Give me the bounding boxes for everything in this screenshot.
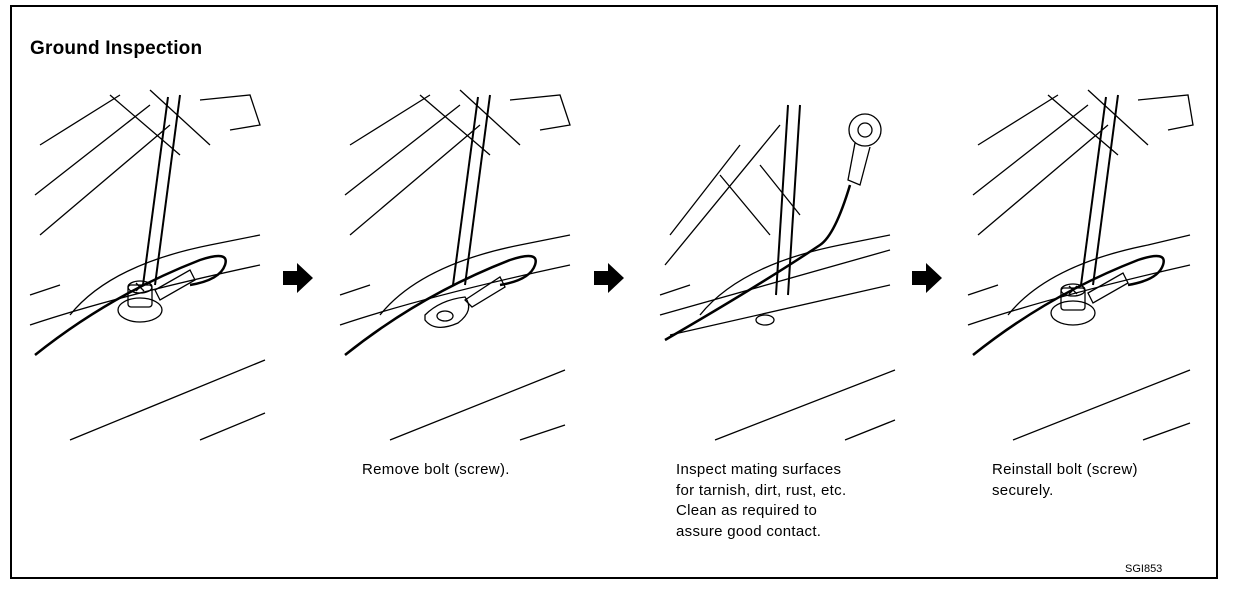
step-3-caption: Inspect mating surfaces for tarnish, dir… <box>676 461 847 540</box>
figure-code: SGI853 <box>1125 563 1163 575</box>
arrow-right-icon <box>912 263 942 293</box>
diagram-title: Ground Inspection <box>30 38 203 59</box>
diagram-frame <box>10 5 1218 579</box>
arrow-right-icon <box>594 263 624 293</box>
step-4-illustration <box>967 89 1194 441</box>
step-3-illustration <box>659 104 896 441</box>
step-2-illustration <box>339 89 571 441</box>
step-1-illustration <box>29 89 266 441</box>
step-4-caption: Reinstall bolt (screw) securely. <box>992 461 1138 499</box>
arrow-right-icon <box>283 263 313 293</box>
step-2-caption: Remove bolt (screw). <box>362 461 510 478</box>
